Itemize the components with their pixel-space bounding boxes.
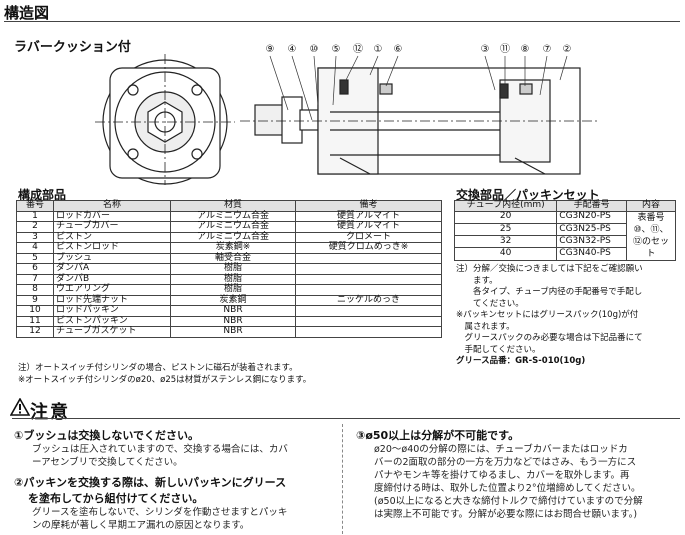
caution-rule xyxy=(12,418,680,419)
subtitle: ラバークッション付 xyxy=(14,40,131,55)
col-order-no: 手配番号 xyxy=(556,200,627,212)
callout-2: ② xyxy=(563,44,572,55)
col-number: 番号 xyxy=(16,200,54,212)
col-content: 内容 xyxy=(626,200,676,212)
structure-diagram: ⑨ ④ ⑩ ⑤ ⑫ ① ⑥ ③ ⑪ ⑧ ⑦ ② xyxy=(95,43,600,185)
column-divider xyxy=(342,424,343,534)
table-header-row: チューブ内径(mm) 手配番号 内容 xyxy=(453,200,676,212)
parts-title: 構成部品 xyxy=(18,188,67,202)
parts-note-1: 注）オートスイッチ付シリンダの場合、ピストンに磁石が装着されます。 xyxy=(18,363,298,373)
callout-11: ⑪ xyxy=(500,43,510,55)
replace-title: 交換部品／パッキンセット xyxy=(456,188,600,202)
callout-5: ⑤ xyxy=(332,44,341,55)
col-bore: チューブ内径(mm) xyxy=(453,200,558,212)
page-title: 構造図 xyxy=(4,4,50,22)
callout-12: ⑫ xyxy=(353,43,363,55)
callout-10: ⑩ xyxy=(310,44,319,55)
table-header-row: 番号 名称 材質 備考 xyxy=(16,200,442,212)
parts-note-2: ※オートスイッチ付シリンダのø20、ø25は材質がステンレス鋼になります。 xyxy=(18,375,312,385)
callout-6: ⑥ xyxy=(394,44,403,55)
title-rule xyxy=(4,21,680,22)
callout-3: ③ xyxy=(481,44,490,55)
callout-7: ⑦ xyxy=(543,44,552,55)
warning-icon xyxy=(10,398,30,416)
col-remarks: 備考 xyxy=(295,200,442,212)
callout-1: ① xyxy=(374,44,383,55)
callouts: ⑨ ④ ⑩ ⑤ ⑫ ① ⑥ ③ ⑪ ⑧ ⑦ ② xyxy=(266,43,572,55)
grease-number: グリース品番：GR-S-010(10g) xyxy=(456,356,586,366)
replace-notes: 注）分解／交換につきましては下記をご確認願い ます。 各タイプ、チューブ内径の手… xyxy=(456,264,643,366)
callout-4: ④ xyxy=(288,44,297,55)
front-view xyxy=(95,54,235,185)
col-material: 材質 xyxy=(170,200,296,212)
callout-9: ⑨ xyxy=(266,44,275,55)
content-cell: 表番号⑩、⑪、⑫のセット xyxy=(626,210,676,261)
col-name: 名称 xyxy=(53,200,171,212)
caution-title: 注意 xyxy=(30,402,70,423)
caution-item-2: ②パッキンを交換する際は、新しいパッキンにグリース を塗布してから組付けてくださ… xyxy=(14,476,288,531)
section-view xyxy=(240,67,600,175)
caution-item-1: ①ブッシュは交換しないでください。 ブッシュは圧入されていますので、交換する場合… xyxy=(14,429,288,468)
caution-item-3: ③ø50以上は分解が不可能です。 ø20～ø40の分解の際には、チューブカバーま… xyxy=(356,429,643,520)
callout-8: ⑧ xyxy=(521,44,530,55)
